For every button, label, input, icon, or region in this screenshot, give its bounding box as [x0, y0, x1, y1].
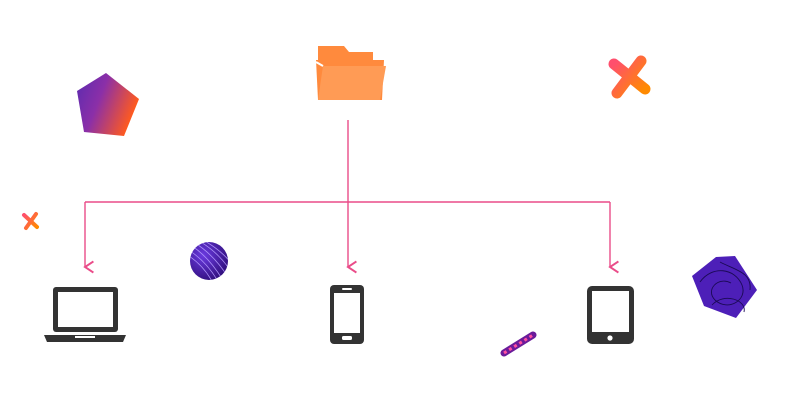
gradient-pentagon-icon: [77, 73, 139, 136]
dashed-stick-icon: [500, 331, 537, 357]
tablet-icon: [587, 286, 634, 344]
cross-icon: [608, 55, 651, 99]
striped-sphere-icon: [190, 242, 228, 280]
laptop-icon: [44, 287, 126, 342]
doodle-pentagon-icon: [692, 256, 757, 318]
small-cross-icon: [22, 212, 39, 230]
connector-tree: [83, 120, 619, 274]
folder-icon: [315, 46, 386, 100]
smartphone-icon: [330, 285, 364, 344]
